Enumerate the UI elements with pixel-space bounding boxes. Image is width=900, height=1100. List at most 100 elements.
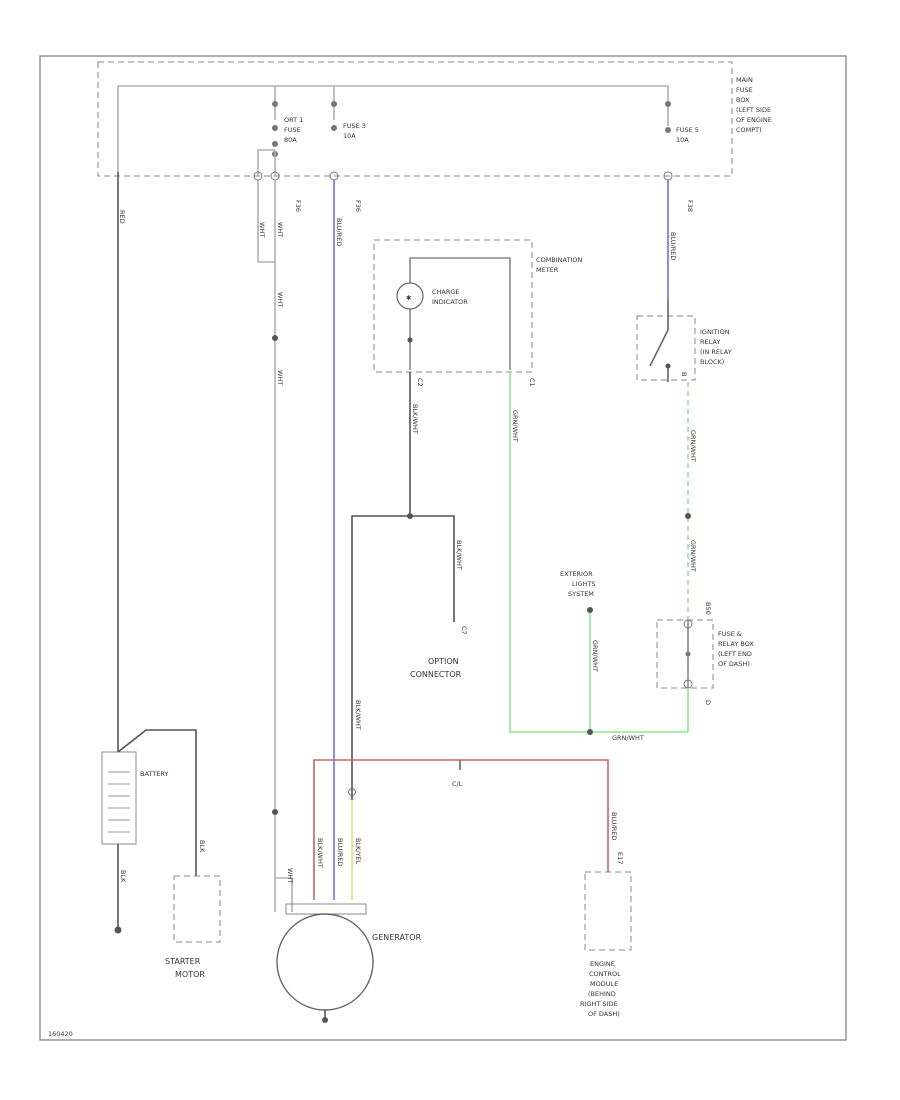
svg-text:SYSTEM: SYSTEM (568, 590, 594, 598)
e17-label: E17 (616, 852, 624, 864)
wht-label-a: WHT (258, 222, 266, 237)
starter-motor-label: STARTER MOTOR (165, 957, 205, 979)
svg-text:BLOCK): BLOCK) (700, 358, 724, 366)
f38-label: F38 (686, 200, 694, 212)
ignition-relay-contact (665, 363, 671, 369)
svg-text:OF ENGINE: OF ENGINE (736, 116, 772, 124)
generator-label: GENERATOR (372, 933, 422, 942)
charge-indicator-label: CHARGE INDICATOR (432, 288, 468, 306)
svg-text:FUSE 3: FUSE 3 (343, 122, 366, 130)
wht-splice-bottom (272, 809, 278, 815)
wht-wire-a (257, 180, 275, 263)
meter-internal-wire (409, 257, 511, 370)
meter-splice (407, 337, 413, 343)
svg-text:FUSE: FUSE (736, 86, 753, 94)
svg-text:CONTROL: CONTROL (589, 970, 621, 978)
fuse1-symbol (272, 101, 278, 157)
b50-label: B50 (704, 602, 712, 615)
gen-label-yel: BLK/YEL (354, 838, 362, 865)
gen-label-red: BLK/WHT (316, 838, 324, 868)
svg-text:BOX: BOX (736, 96, 750, 104)
grn-label-c: GRN/WHT (689, 540, 697, 572)
fuse-relay-box-label: FUSE & RELAY BOX (LEFT END OF DASH) (718, 630, 754, 668)
battery-symbol (101, 751, 137, 845)
option-connector-label: OPTION CONNECTOR (410, 657, 462, 679)
generator-ground-dot (322, 1017, 328, 1023)
diagram-border (39, 55, 847, 1041)
svg-text:COMPT): COMPT) (736, 126, 762, 134)
svg-text:ENGINE: ENGINE (590, 960, 615, 968)
battery-feed-label: RED (118, 210, 126, 224)
blue-label-b: BLU/RED (669, 232, 677, 260)
main-fuse-box-label: MAIN FUSE BOX (LEFT SIDE OF ENGINE COMPT… (736, 76, 772, 134)
wht-label-b: WHT (276, 222, 284, 237)
svg-text:10A: 10A (676, 136, 689, 144)
wht-wire-tail (274, 812, 293, 912)
cl-label: C/L (452, 780, 463, 788)
starter-motor-box (173, 875, 221, 943)
svg-text:(LEFT END: (LEFT END (718, 650, 752, 658)
battery-plates (108, 771, 130, 833)
svg-text:ORT 1: ORT 1 (284, 116, 303, 124)
grn-label-f: GRN/WHT (612, 734, 644, 742)
yellow-connector (348, 788, 356, 796)
svg-text:(LEFT SIDE: (LEFT SIDE (736, 106, 771, 114)
svg-text:STARTER: STARTER (165, 957, 201, 966)
ecm-wire-label: BLU/RED (610, 812, 618, 840)
f36a-label: F36 (294, 200, 302, 212)
ecm-box (584, 871, 632, 951)
d-fuse-label: D (704, 700, 712, 705)
svg-text:INDICATOR: INDICATOR (432, 298, 468, 306)
starter-wire-label: BLK (198, 840, 206, 853)
svg-text:FUSE 5: FUSE 5 (676, 126, 699, 134)
svg-text:OF DASH): OF DASH) (718, 660, 750, 668)
generator-terminal-block (285, 903, 367, 915)
c7-label: C7 (460, 626, 468, 635)
fuse1-label: ORT 1 FUSE 80A (284, 116, 303, 144)
figure-id: 160420 (48, 1030, 73, 1038)
grn-label-d: GRN/WHT (591, 640, 599, 672)
svg-text:METER: METER (536, 266, 559, 274)
combination-meter-box (373, 239, 533, 373)
svg-text:IGNITION: IGNITION (700, 328, 730, 336)
main-fuse-box (97, 61, 733, 177)
combination-meter-label: COMBINATION METER (536, 256, 582, 274)
blue-label-a: BLU/RED (335, 218, 343, 246)
svg-text:(BEHIND: (BEHIND (588, 990, 616, 998)
green-splice-a (685, 513, 691, 519)
svg-text:MAIN: MAIN (736, 76, 753, 84)
fuse-relay-mid (685, 651, 691, 657)
battery-to-starter (117, 729, 197, 876)
b-relay-label: B (680, 372, 688, 376)
green-wire-main (509, 372, 688, 733)
c2-label: C2 (416, 378, 424, 387)
battery-label: BATTERY (140, 770, 168, 778)
fuse5-symbol (665, 101, 671, 133)
battery-neg-label: BLK (119, 870, 127, 883)
svg-text:COMBINATION: COMBINATION (536, 256, 582, 264)
svg-text:CONNECTOR: CONNECTOR (410, 670, 462, 679)
fuse3-label: FUSE 3 10A (343, 122, 366, 140)
svg-text:MOTOR: MOTOR (175, 970, 205, 979)
svg-text:EXTERIOR: EXTERIOR (560, 570, 593, 578)
gen-label-wht: WHT (286, 868, 294, 883)
svg-text:OF DASH): OF DASH) (588, 1010, 620, 1018)
wht-splice-top (272, 335, 278, 341)
svg-text:FUSE &: FUSE & (718, 630, 742, 638)
svg-text:80A: 80A (284, 136, 297, 144)
svg-text:OPTION: OPTION (428, 657, 459, 666)
svg-text:RELAY BOX: RELAY BOX (718, 640, 754, 648)
charge-indicator-symbol: ✱ (406, 294, 411, 302)
exterior-lights-label: EXTERIOR LIGHTS SYSTEM (560, 570, 596, 598)
grn-label-a: GRN/WHT (511, 410, 519, 442)
wht-label-c: WHT (276, 292, 284, 307)
battery-ground (114, 926, 122, 934)
fuse3-symbol (331, 101, 337, 131)
f36b-label: F36 (354, 200, 362, 212)
svg-text:LIGHTS: LIGHTS (572, 580, 596, 588)
fuse-relay-top (683, 619, 693, 629)
blk-label-opt: BLK/WHT (455, 540, 463, 570)
generator-symbol (276, 913, 374, 1011)
svg-text:RELAY: RELAY (700, 338, 720, 346)
